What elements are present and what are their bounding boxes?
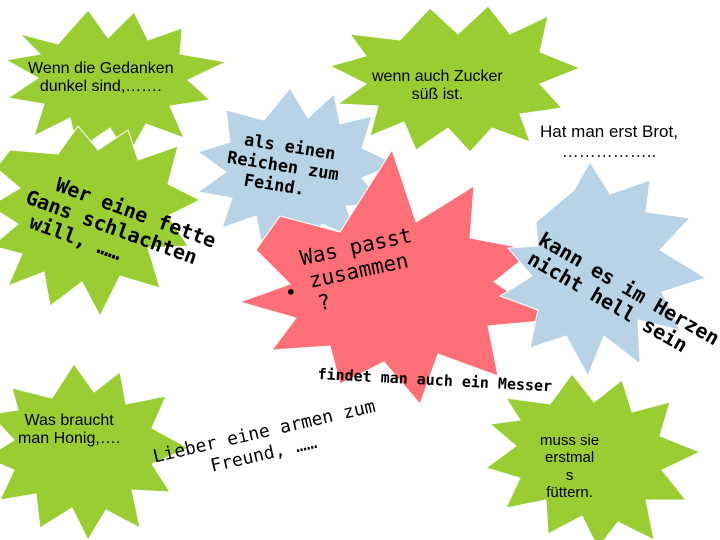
text-top-left: Wenn die Gedanken dunkel sind,……. — [28, 60, 174, 96]
text-center-bullet: • — [286, 283, 296, 302]
text-bottom-right: muss sie erstmal s füttern. — [540, 432, 600, 501]
starburst-right-blue — [498, 161, 708, 378]
text-hat-man: Hat man erst Brot, …………….. — [540, 122, 678, 161]
starburst-bottom-right — [484, 373, 702, 540]
starburst-left — [0, 125, 202, 318]
starburst-center-pink — [238, 148, 554, 405]
text-bottom-left: Was braucht man Honig,…. — [18, 412, 121, 448]
text-top-right: wenn auch Zucker süß ist. — [372, 68, 503, 104]
starburst-bottom-left — [0, 363, 190, 540]
starburst-top-left — [4, 9, 228, 157]
starburst-top-right — [328, 5, 582, 153]
